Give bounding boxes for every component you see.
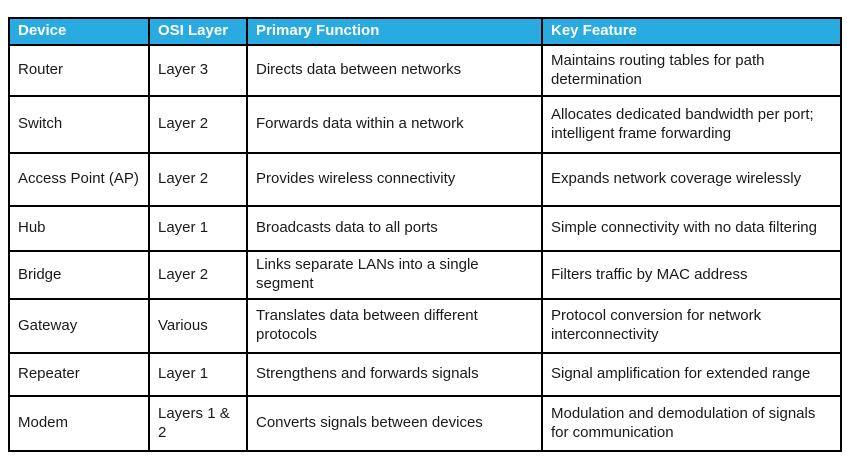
cell-device: Gateway <box>8 298 150 354</box>
table-row-router: Router Layer 3 Directs data between netw… <box>8 44 842 97</box>
cell-osi-layer: Layer 2 <box>148 250 248 300</box>
table-row-gateway: Gateway Various Translates data between … <box>8 298 842 354</box>
cell-device: Bridge <box>8 250 150 300</box>
table-row-switch: Switch Layer 2 Forwards data within a ne… <box>8 95 842 154</box>
cell-primary-function: Broadcasts data to all ports <box>246 205 543 252</box>
table-row-hub: Hub Layer 1 Broadcasts data to all ports… <box>8 205 842 252</box>
cell-key-feature: Protocol conversion for network intercon… <box>541 298 842 354</box>
cell-primary-function: Links separate LANs into a single segmen… <box>246 250 543 300</box>
cell-osi-layer: Various <box>148 298 248 354</box>
cell-osi-layer: Layers 1 & 2 <box>148 395 248 452</box>
table-row-modem: Modem Layers 1 & 2 Converts signals betw… <box>8 395 842 452</box>
cell-device: Switch <box>8 95 150 154</box>
table-row-access-point: Access Point (AP) Layer 2 Provides wirel… <box>8 152 842 207</box>
cell-key-feature: Allocates dedicated bandwidth per port; … <box>541 95 842 154</box>
cell-primary-function: Translates data between different protoc… <box>246 298 543 354</box>
cell-osi-layer: Layer 2 <box>148 95 248 154</box>
cell-key-feature: Expands network coverage wirelessly <box>541 152 842 207</box>
cell-primary-function: Converts signals between devices <box>246 395 543 452</box>
cell-key-feature: Signal amplification for extended range <box>541 352 842 397</box>
cell-osi-layer: Layer 3 <box>148 44 248 97</box>
table-header-row: Device OSI Layer Primary Function Key Fe… <box>8 17 842 46</box>
network-devices-table: Device OSI Layer Primary Function Key Fe… <box>8 17 842 452</box>
cell-device: Repeater <box>8 352 150 397</box>
table-row-bridge: Bridge Layer 2 Links separate LANs into … <box>8 250 842 300</box>
cell-osi-layer: Layer 1 <box>148 205 248 252</box>
header-primary-function: Primary Function <box>246 17 543 46</box>
cell-primary-function: Strengthens and forwards signals <box>246 352 543 397</box>
cell-primary-function: Directs data between networks <box>246 44 543 97</box>
cell-osi-layer: Layer 1 <box>148 352 248 397</box>
cell-primary-function: Provides wireless connectivity <box>246 152 543 207</box>
cell-device: Hub <box>8 205 150 252</box>
cell-key-feature: Simple connectivity with no data filteri… <box>541 205 842 252</box>
header-device: Device <box>8 17 150 46</box>
cell-primary-function: Forwards data within a network <box>246 95 543 154</box>
cell-key-feature: Modulation and demodulation of signals f… <box>541 395 842 452</box>
cell-key-feature: Maintains routing tables for path determ… <box>541 44 842 97</box>
header-osi-layer: OSI Layer <box>148 17 248 46</box>
cell-osi-layer: Layer 2 <box>148 152 248 207</box>
header-key-feature: Key Feature <box>541 17 842 46</box>
table-row-repeater: Repeater Layer 1 Strengthens and forward… <box>8 352 842 397</box>
cell-device: Access Point (AP) <box>8 152 150 207</box>
cell-device: Router <box>8 44 150 97</box>
cell-key-feature: Filters traffic by MAC address <box>541 250 842 300</box>
cell-device: Modem <box>8 395 150 452</box>
